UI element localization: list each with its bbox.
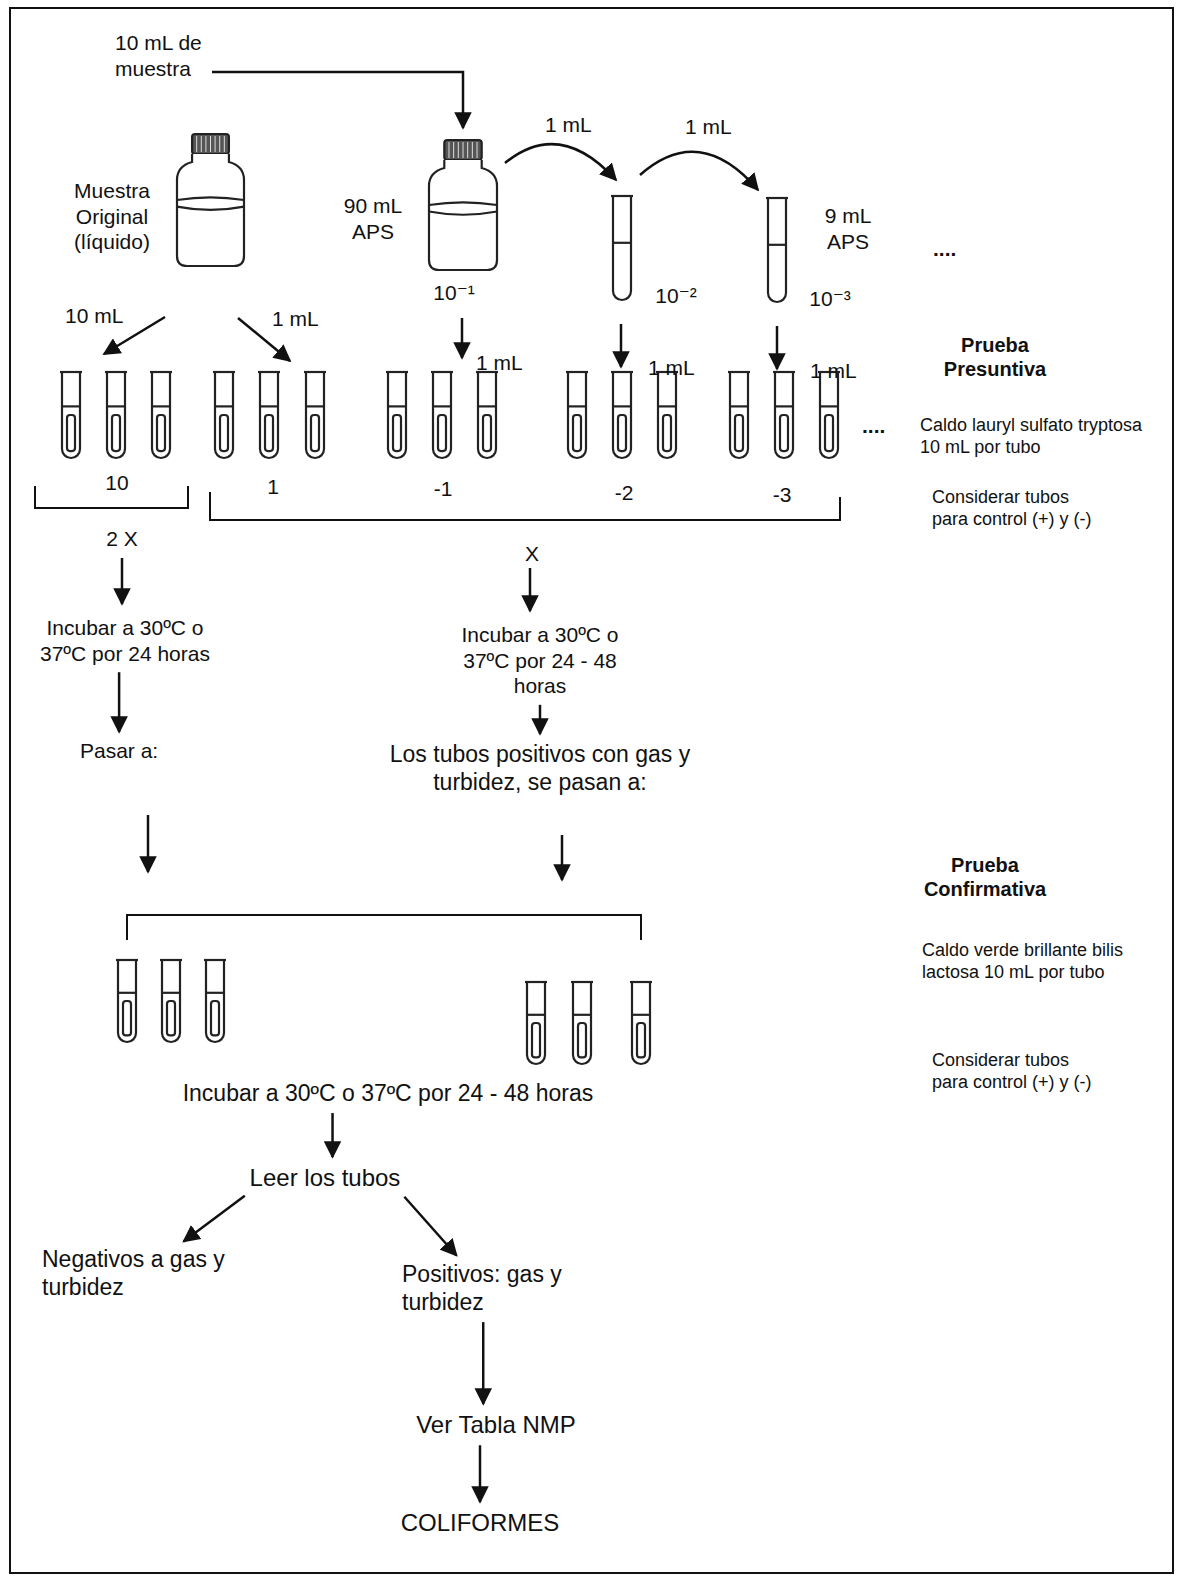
label: .... bbox=[933, 236, 956, 262]
label: 1 mL bbox=[810, 358, 857, 384]
label: 10 bbox=[105, 470, 128, 496]
label: Prueba Presuntiva bbox=[933, 333, 1058, 382]
label: 1 mL bbox=[648, 355, 695, 381]
step-text: Incubar a 30ºC o 37ºC por 24 - 48 horas bbox=[183, 1079, 594, 1107]
flow-step: COLIFORMES bbox=[401, 1508, 560, 1537]
flow-arrow bbox=[539, 705, 542, 734]
label: 10⁻¹ bbox=[433, 280, 474, 306]
label: 10⁻³ bbox=[809, 286, 850, 312]
flow-step: Pasar a: bbox=[80, 738, 158, 764]
flow-arrow bbox=[404, 1197, 456, 1256]
label: -2 bbox=[615, 480, 634, 506]
frame bbox=[10, 8, 1173, 1573]
step-text: COLIFORMES bbox=[401, 1508, 560, 1537]
label: 1 bbox=[267, 474, 279, 500]
label: Considerar tubos para control (+) y (-) bbox=[932, 1050, 1106, 1094]
label: -1 bbox=[434, 476, 453, 502]
label: Considerar tubos para control (+) y (-) bbox=[932, 487, 1106, 531]
flow-arrow bbox=[331, 1113, 334, 1157]
flow-step: Negativos a gas y turbidez bbox=[42, 1245, 232, 1301]
bottles bbox=[177, 134, 497, 270]
label: Caldo verde brillante bilis lactosa 10 m… bbox=[922, 940, 1150, 984]
flow-step: Leer los tubos bbox=[250, 1163, 401, 1192]
label: 10 mL de muestra bbox=[115, 30, 220, 81]
label: 1 mL bbox=[272, 306, 319, 332]
label: -3 bbox=[773, 482, 792, 508]
flow-step: Positivos: gas y turbidez bbox=[402, 1260, 597, 1316]
step-text: Incubar a 30ºC o 37ºC por 24 - 48 horas bbox=[451, 622, 629, 699]
step-text: Ver Tabla NMP bbox=[416, 1410, 576, 1439]
flow-arrow bbox=[118, 672, 121, 732]
label: X bbox=[525, 541, 539, 567]
layout-arrows bbox=[104, 72, 777, 880]
step-text: Positivos: gas y turbidez bbox=[402, 1260, 597, 1316]
step-text: Leer los tubos bbox=[250, 1163, 401, 1192]
flow-step: Incubar a 30ºC o 37ºC por 24 horas bbox=[33, 615, 218, 666]
bracket bbox=[35, 486, 840, 940]
label: 10⁻² bbox=[655, 283, 696, 309]
label: 9 mL APS bbox=[815, 203, 881, 254]
flow-arrow bbox=[482, 1322, 485, 1404]
label: 10 mL bbox=[65, 303, 123, 329]
step-text: Los tubos positivos con gas y turbidez, … bbox=[375, 740, 705, 796]
label: Caldo lauryl sulfato tryptosa 10 mL por … bbox=[920, 415, 1155, 459]
flow-step: Incubar a 30ºC o 37ºC por 24 - 48 horas bbox=[451, 622, 629, 699]
label: 90 mL APS bbox=[336, 193, 411, 244]
step-text: Negativos a gas y turbidez bbox=[42, 1245, 232, 1301]
flow-arrow bbox=[479, 1445, 482, 1502]
flow-step: Ver Tabla NMP bbox=[416, 1410, 576, 1439]
label: 1 mL bbox=[476, 350, 523, 376]
step-text: Pasar a: bbox=[80, 738, 158, 764]
flow-step: Incubar a 30ºC o 37ºC por 24 - 48 horas bbox=[183, 1079, 594, 1107]
label: 2 X bbox=[106, 526, 138, 552]
label: 1 mL bbox=[545, 112, 592, 138]
flow-step: Los tubos positivos con gas y turbidez, … bbox=[375, 740, 705, 796]
step-text: Incubar a 30ºC o 37ºC por 24 horas bbox=[33, 615, 218, 666]
label: Muestra Original (líquido) bbox=[62, 178, 162, 255]
flow-arrow bbox=[184, 1196, 245, 1242]
label: .... bbox=[862, 413, 885, 439]
label: 1 mL bbox=[685, 114, 732, 140]
label: Prueba Confirmativa bbox=[923, 853, 1048, 902]
